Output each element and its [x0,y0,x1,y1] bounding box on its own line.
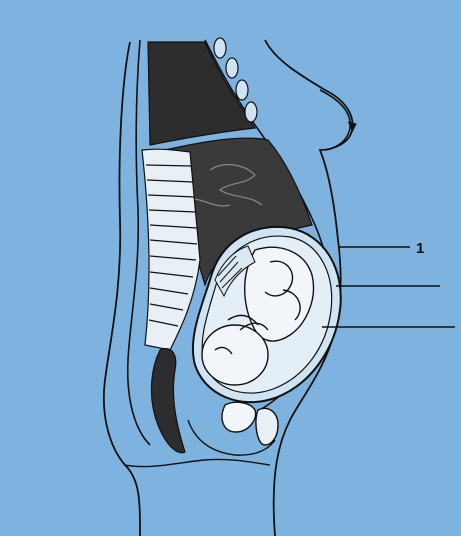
spine [142,149,200,350]
pubic-bone [256,408,278,445]
bladder [222,402,256,432]
fetus-head [202,325,268,385]
callout-label-1: 1 [416,240,424,257]
rectum [151,349,185,453]
back-line [128,40,150,445]
buttock-outline [125,459,270,466]
